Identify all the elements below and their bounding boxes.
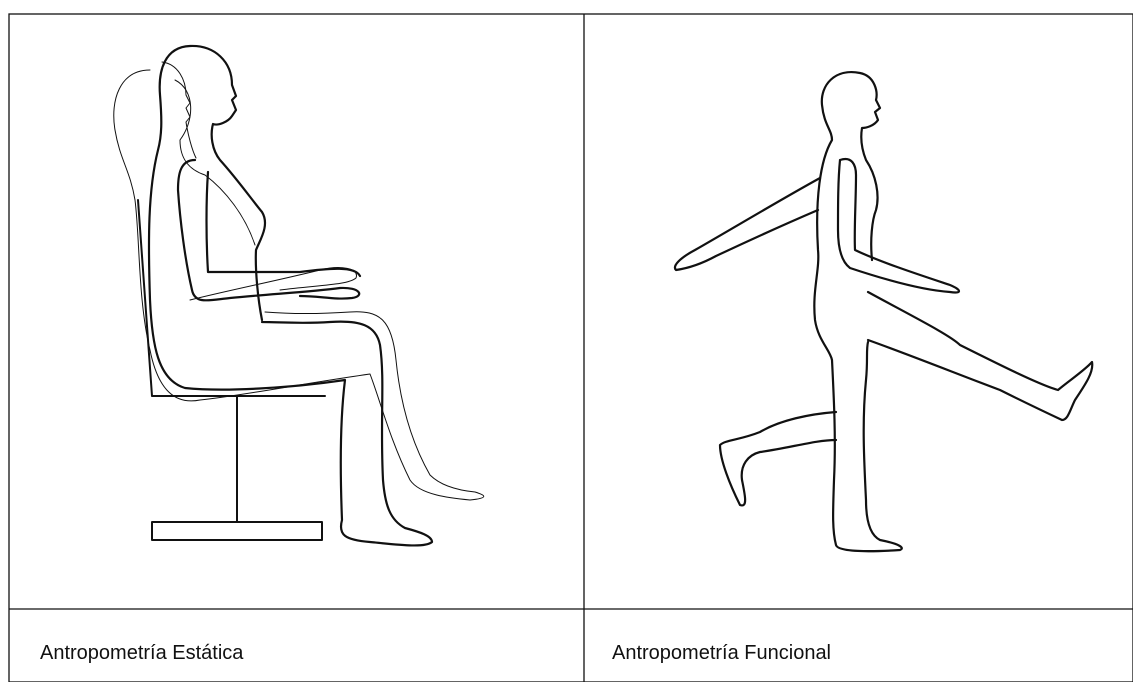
walking-human-figure — [675, 72, 1092, 551]
back-leg — [720, 412, 836, 505]
seated-human-figure — [114, 46, 484, 546]
reclined-outline — [114, 70, 484, 500]
walking-body-outline — [814, 72, 901, 551]
upright-body-outline — [149, 46, 432, 546]
raised-leg — [868, 292, 1092, 420]
chair-base — [152, 522, 322, 540]
back-arm — [675, 178, 820, 270]
caption-functional-anthropometry: Antropometría Funcional — [612, 642, 831, 665]
front-arm — [838, 159, 959, 292]
chair — [138, 200, 325, 540]
caption-static-anthropometry: Antropometría Estática — [40, 642, 243, 665]
